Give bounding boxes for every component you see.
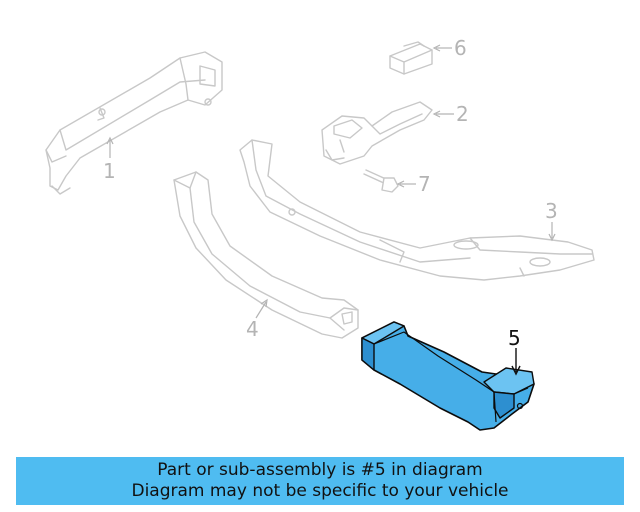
callout-6: 6 [432,36,467,60]
part-4-duct [173,171,359,339]
parts-diagram: 1 6 2 7 [45,36,595,431]
part-1-duct [45,51,223,195]
banner-line-1: Part or sub-assembly is #5 in diagram [157,460,483,480]
callout-2: 2 [432,102,469,126]
info-banner: Part or sub-assembly is #5 in diagram Di… [16,457,624,505]
callout-6-label: 6 [454,36,467,60]
part-7-bolt [363,169,399,193]
callout-1: 1 [103,136,116,183]
callout-4-label: 4 [246,317,259,341]
banner-line-2: Diagram may not be specific to your vehi… [131,481,509,501]
part-6-clip [389,41,433,75]
callout-5-label: 5 [508,326,521,350]
callout-3-label: 3 [545,199,558,223]
callout-5: 5 [508,326,521,376]
callout-7-label: 7 [418,172,431,196]
part-5-duct-highlighted [361,321,535,431]
callout-1-label: 1 [103,159,116,183]
callout-3: 3 [545,199,558,242]
callout-4: 4 [246,298,268,341]
part-2-connector [321,101,433,165]
part-3-duct [239,139,595,281]
callout-2-label: 2 [456,102,469,126]
callout-7: 7 [396,172,431,196]
